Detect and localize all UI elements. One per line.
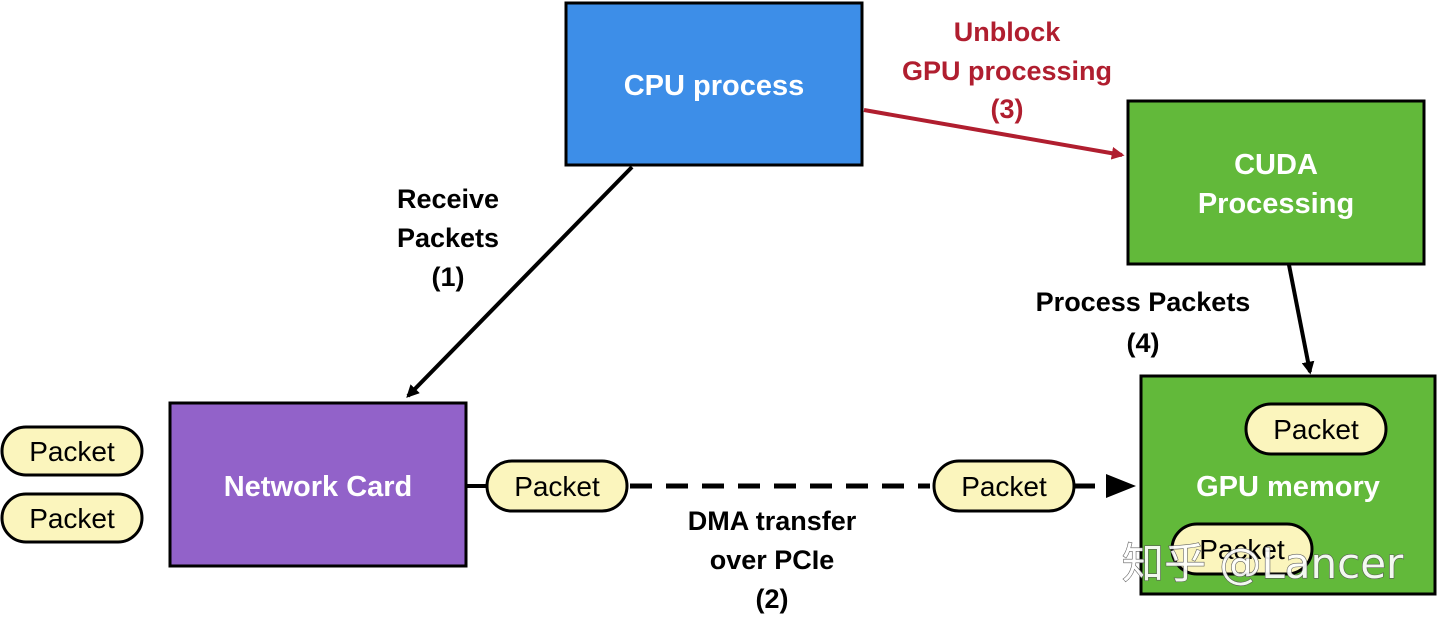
unblock-step-number: (3) (991, 94, 1024, 124)
process-step-number: (4) (1127, 328, 1160, 358)
cuda-processing-node: CUDA Processing (1126, 99, 1426, 266)
cpu-process-node: CPU process (564, 1, 864, 167)
packet-label: Packet (1199, 534, 1285, 565)
packet-label: Packet (1273, 414, 1359, 445)
cuda-processing-label-line1: CUDA (1234, 149, 1318, 181)
packet-in-transit-1: Packet (485, 459, 629, 513)
receive-line2: Packets (397, 223, 499, 253)
step-process-packets: Process Packets (4) (1036, 287, 1251, 358)
network-card-node: Network Card (168, 401, 468, 568)
step-receive-packets: Receive Packets (1) (397, 184, 499, 292)
cpu-process-label: CPU process (624, 70, 805, 102)
cuda-processing-box (1126, 99, 1426, 266)
dma-arrowhead (1106, 474, 1136, 498)
gpu-memory-label: GPU memory (1196, 471, 1380, 503)
packet-label: Packet (29, 503, 115, 534)
network-card-box (168, 401, 468, 568)
receive-step-number: (1) (432, 262, 465, 292)
receive-line1: Receive (397, 184, 499, 214)
packet-pill (1170, 522, 1314, 576)
packet-pill (0, 492, 144, 544)
unblock-gpu-arrow (863, 108, 1125, 160)
packet-pill (0, 425, 144, 477)
process-packets-arrow (1287, 264, 1315, 375)
dma-step-number: (2) (756, 584, 789, 614)
dma-line1: DMA transfer (688, 506, 857, 536)
network-card-label: Network Card (224, 471, 413, 503)
step-dma-transfer: DMA transfer over PCIe (2) (688, 506, 857, 614)
watermark-text: 知乎 @Lancer (1122, 539, 1404, 588)
cuda-processing-label-line2: Processing (1198, 188, 1354, 220)
receive-packets-arrow (406, 165, 634, 398)
packet-queue-1: Packet (0, 425, 144, 477)
dma-line2: over PCIe (710, 545, 835, 575)
packet-label: Packet (29, 436, 115, 467)
packet-gpu-memory-2: Packet (1170, 522, 1314, 576)
packet-pill (1244, 402, 1388, 456)
packet-pill (485, 459, 629, 513)
packet-pill (932, 459, 1076, 513)
packet-gpu-memory-1: Packet (1244, 402, 1388, 456)
process-line1: Process Packets (1036, 287, 1251, 317)
cpu-process-box (564, 1, 864, 167)
unblock-line2: GPU processing (902, 56, 1112, 86)
packet-in-transit-2: Packet (932, 459, 1076, 513)
unblock-line1: Unblock (954, 17, 1061, 47)
packet-label: Packet (514, 471, 600, 502)
packet-queue-2: Packet (0, 492, 144, 544)
packet-label: Packet (961, 471, 1047, 502)
step-unblock-gpu: Unblock GPU processing (3) (902, 17, 1112, 124)
